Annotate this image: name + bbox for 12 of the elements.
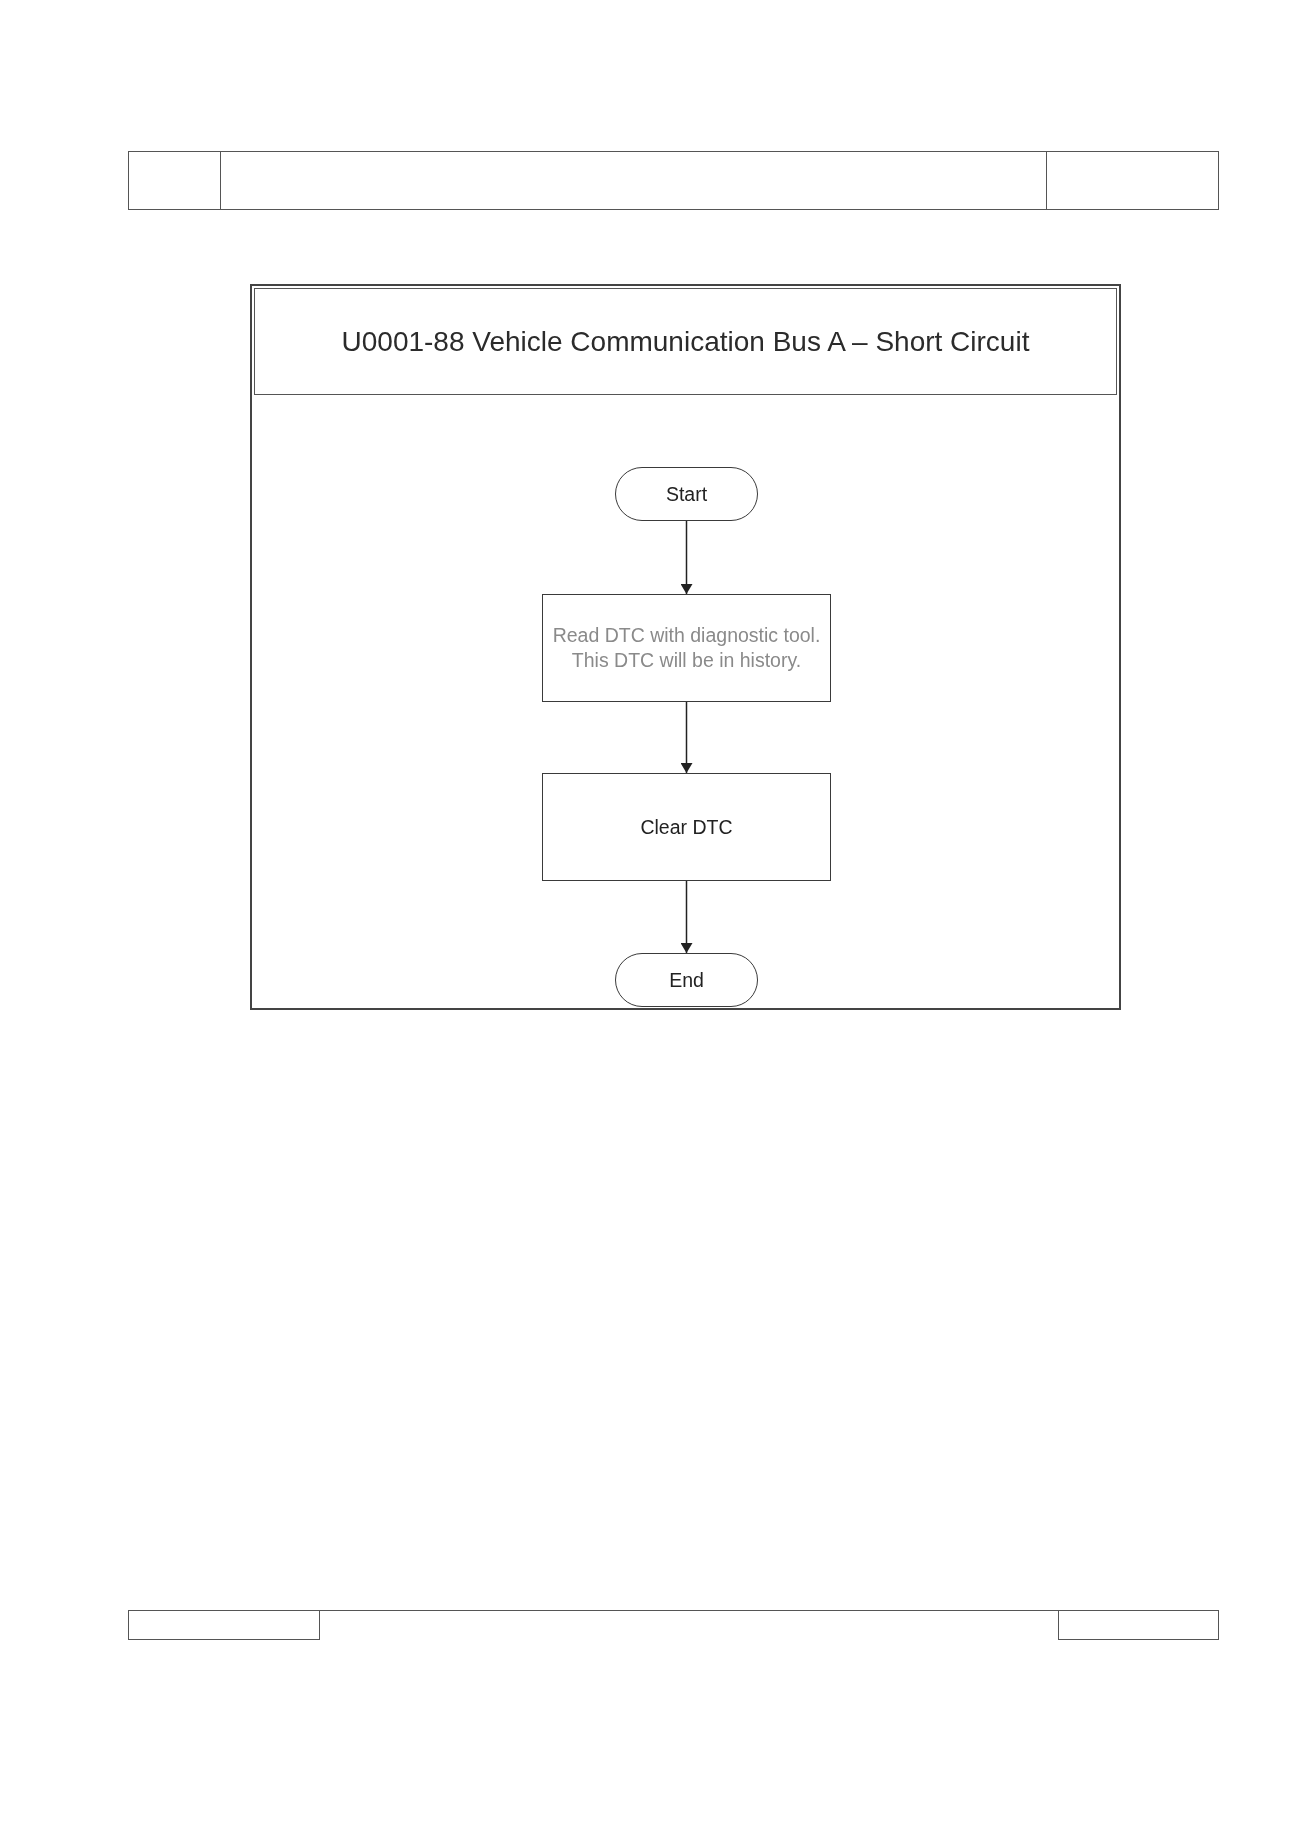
arrow [680,701,693,774]
node-text: Read DTC with diagnostic tool. This DTC will be in history. [551,623,822,673]
process-box [542,594,831,702]
terminal-pill [615,953,758,1007]
terminal-pill [615,467,758,521]
process-box [542,773,831,881]
node-text: Clear DTC [640,814,733,840]
diagram-title: U0001-88 Vehicle Communication Bus A – Short Circuit [341,324,1030,359]
arrow [680,880,693,954]
node-text: Start [665,481,708,507]
arrow [680,520,693,595]
node-text: End [669,967,704,993]
